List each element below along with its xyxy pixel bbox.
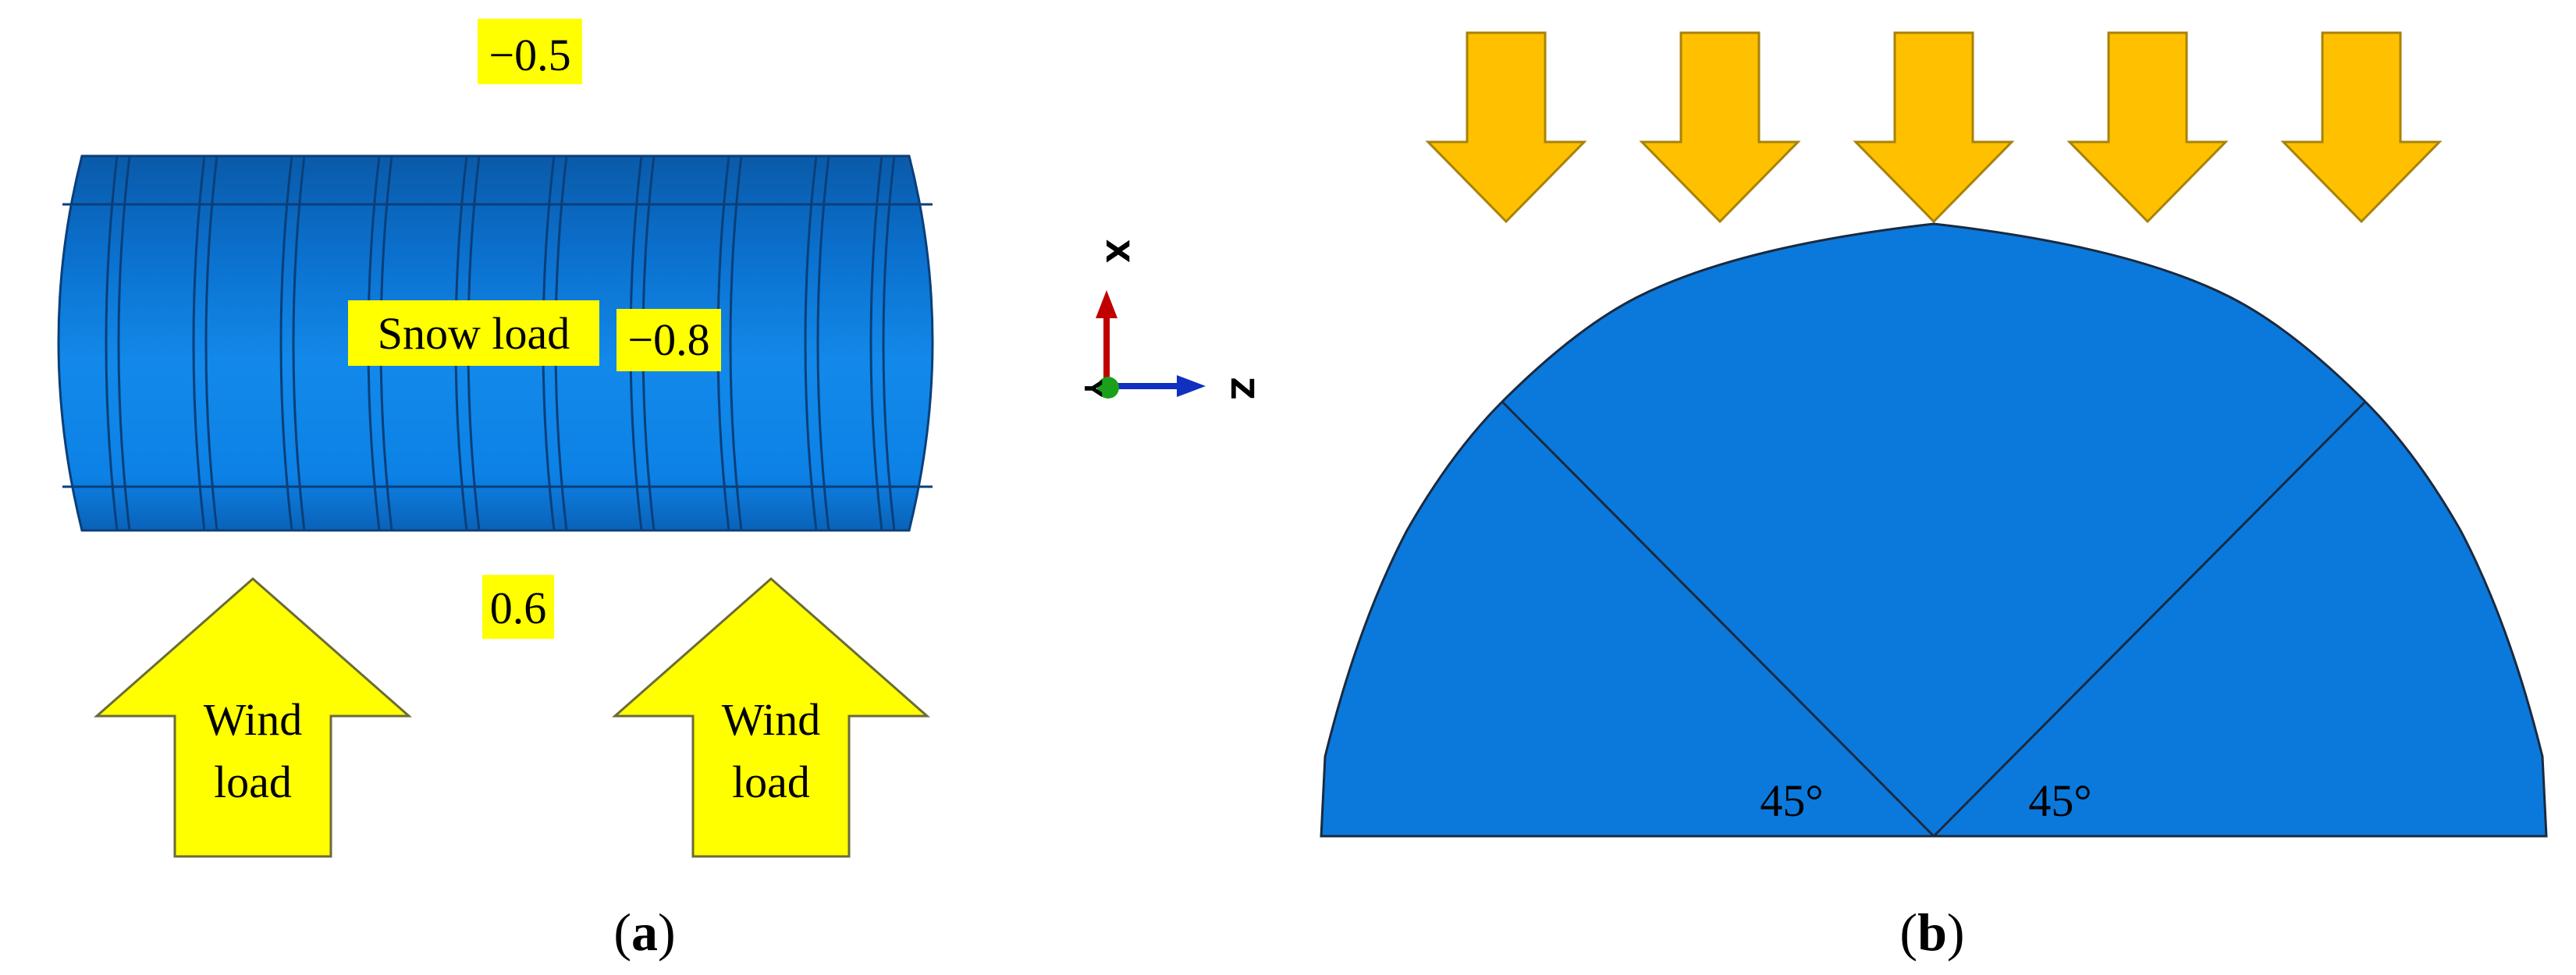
snow-arrow-3 [1853,31,2015,224]
snow-arrow-4 [2066,31,2229,224]
wind-left-line2: load [214,757,292,807]
axis-triad: X Z Y [1078,239,1260,400]
coef-bottom-label: 0.6 [490,583,547,633]
panel-a: −0.5 Snow load −0.8 [57,19,1260,962]
axis-z-label: Z [1224,377,1260,399]
coef-top-label: −0.5 [489,30,570,80]
panel-b-caption: (b) [1899,902,1964,962]
panel-a-caption: (a) [613,902,675,962]
angle-right-label: 45° [2028,775,2091,826]
snow-load-arrows [1425,31,2443,224]
snow-arrow-1 [1425,31,1587,224]
wind-arrow-right: Wind load [612,577,930,858]
arch-divider-left [1501,400,1935,838]
wind-left-line1: Wind [204,694,303,745]
panel-b: 45° 45° (b) [1320,31,2548,962]
snow-load-highlight [348,300,599,366]
snow-load-label: Snow load [378,308,570,359]
snow-arrow-2 [1639,31,1801,224]
wind-right-line2: load [732,757,810,807]
snow-arrow-5 [2280,31,2443,224]
coef-mid-label: −0.8 [627,314,709,365]
coef-top-highlight [478,19,582,84]
axis-x-label: X [1099,239,1135,264]
wind-arrow-left: Wind load [94,577,412,858]
coef-bottom-highlight [482,575,554,639]
arch-section [1320,222,2548,838]
tube-ribs [105,155,896,531]
arch-divider-right [1932,400,2367,838]
coef-mid-highlight [616,309,721,371]
wind-right-line1: Wind [722,694,821,745]
axis-y-label: Y [1078,379,1106,398]
angle-left-label: 45° [1760,775,1823,826]
